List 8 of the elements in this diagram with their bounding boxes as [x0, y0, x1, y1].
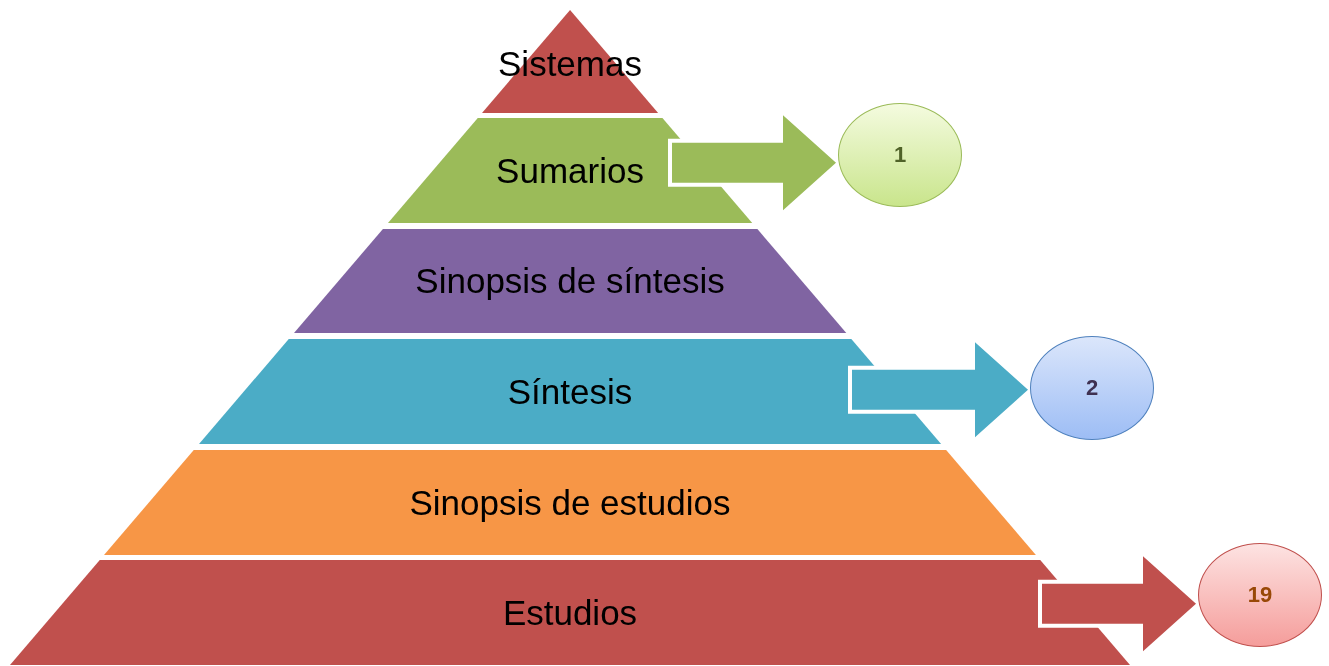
- number-circle: 19: [1198, 543, 1322, 647]
- band-label: Estudios: [502, 592, 638, 633]
- number-circle: 1: [838, 103, 962, 207]
- number-circle: 2: [1030, 336, 1154, 440]
- band-label: Sumarios: [496, 150, 644, 191]
- band-label: Síntesis: [507, 371, 633, 412]
- band-label: Sinopsis de síntesis: [415, 261, 725, 301]
- band-label: Sinopsis de estudios: [409, 482, 731, 523]
